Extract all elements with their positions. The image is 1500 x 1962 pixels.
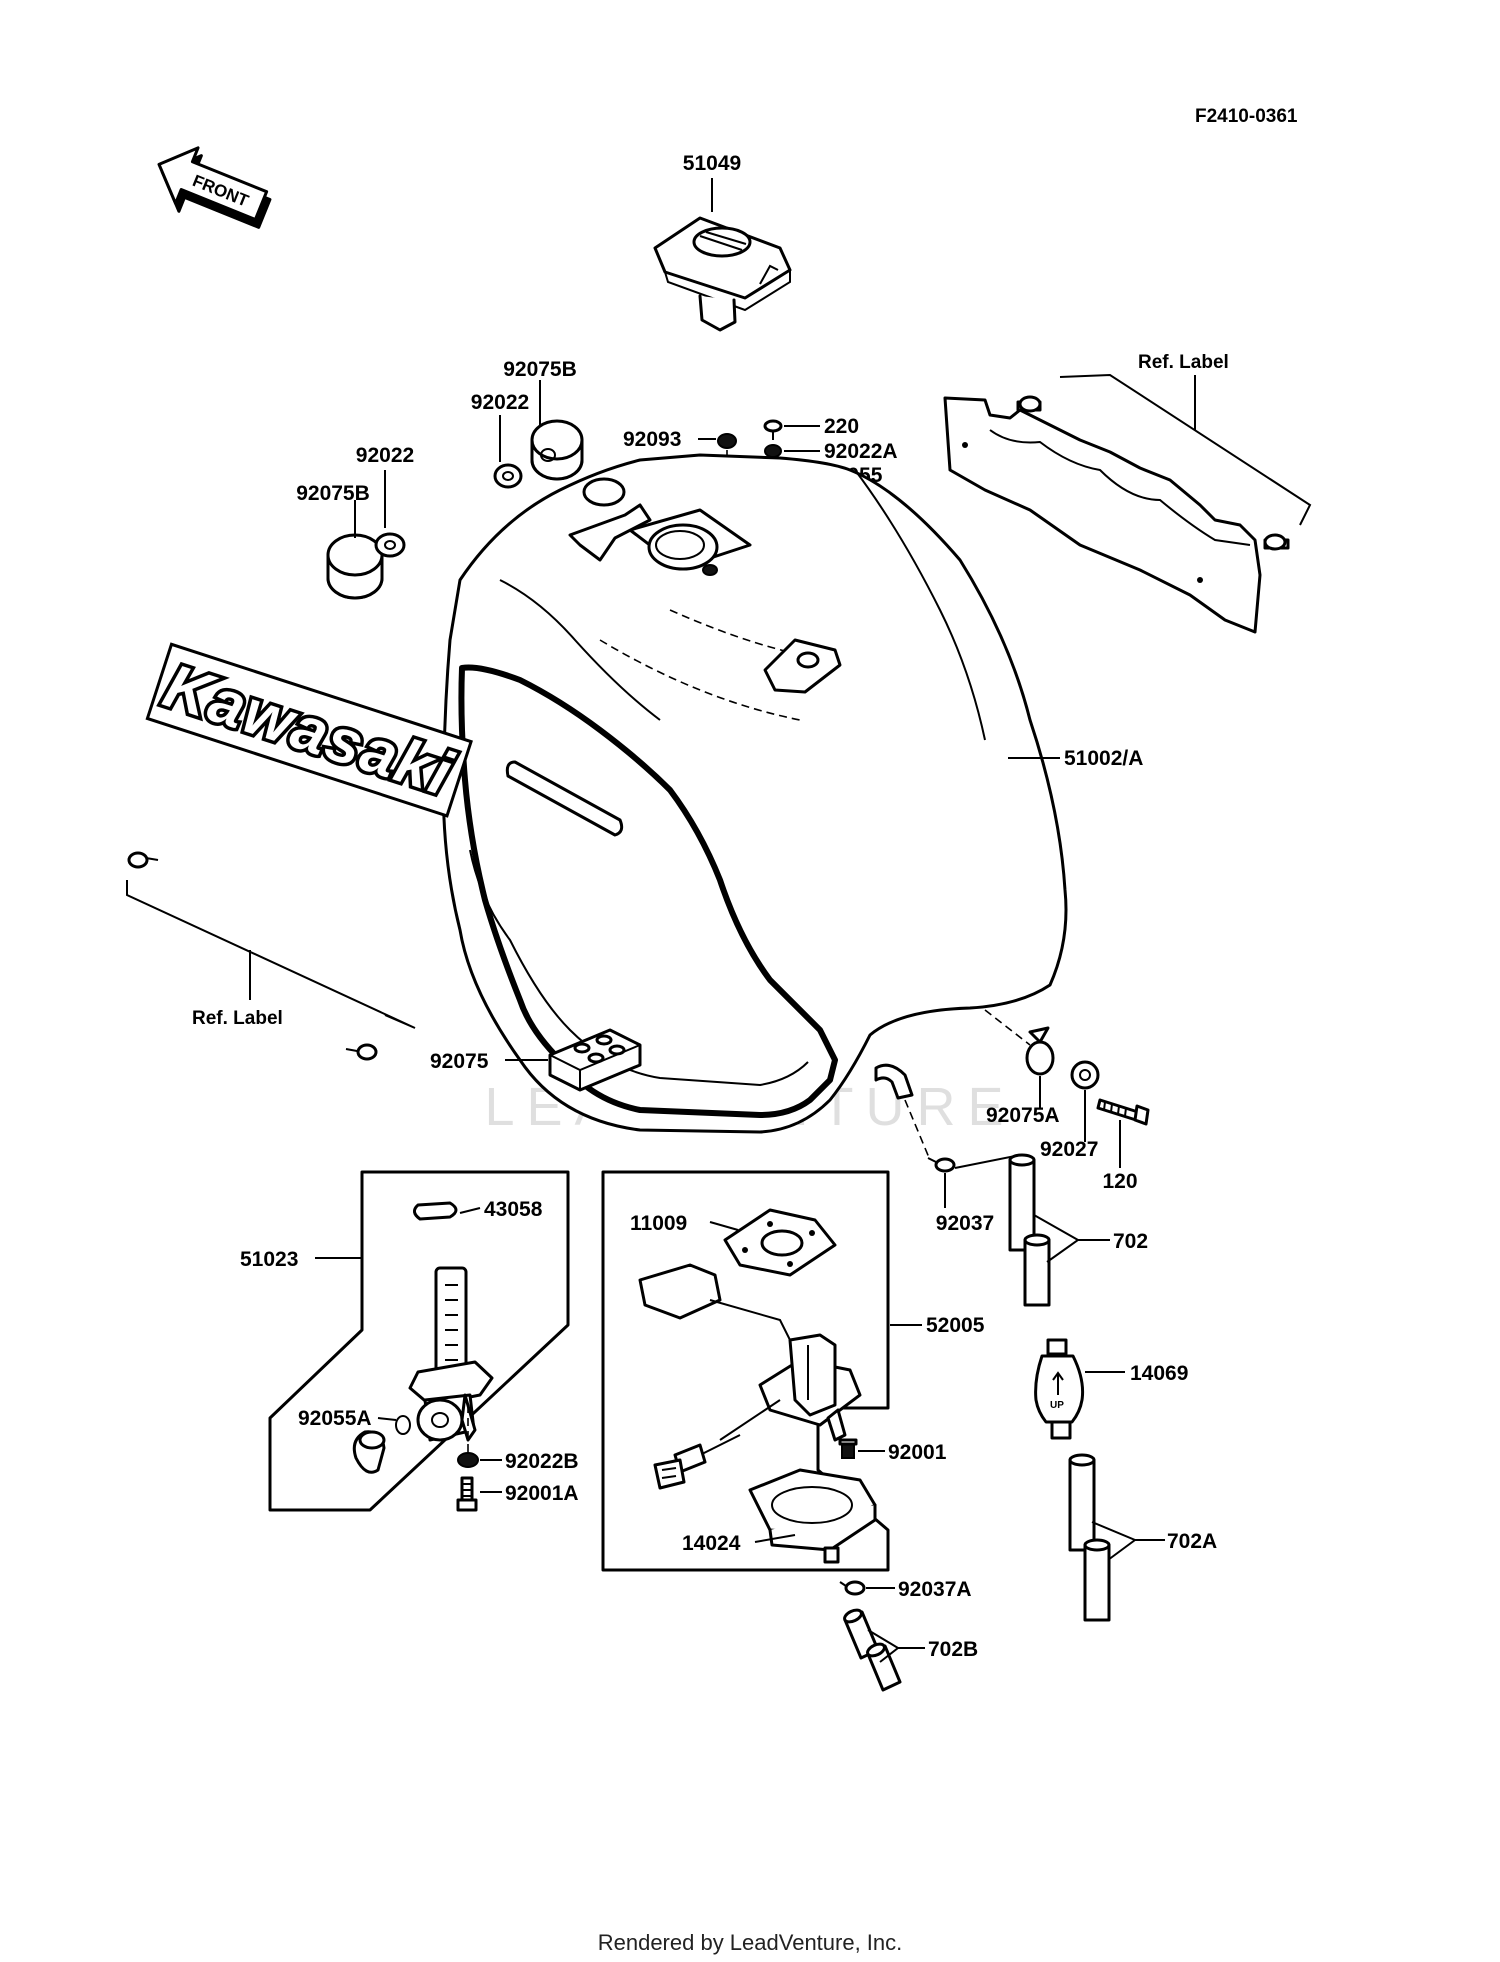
label-collar: 92027 [1040,1138,1098,1161]
damper-a [1025,1026,1055,1076]
label-bracket-14024: 14024 [682,1532,741,1555]
leader-hose-702a [1091,1521,1165,1561]
gasket-11009 [723,1208,837,1277]
fuel-cap [653,216,792,332]
damper-b-top [530,419,584,481]
label-ref-label-left: Ref. Label [192,1008,283,1029]
ref-label-screw-1 [1016,395,1042,413]
label-cap: 51049 [683,152,741,175]
fuel-pump-unit [638,1263,862,1490]
label-hose-702b: 702B [928,1638,978,1661]
damper-b-left [326,533,384,600]
leader-gasket-43058 [459,1207,481,1214]
clamp-a [839,1580,866,1596]
label-bolt-120: 120 [1102,1170,1137,1193]
gasket-43058 [413,1201,458,1221]
leader-hose-702b [867,1629,925,1663]
hose-702a-lower [1083,1538,1111,1622]
label-hose-702a: 702A [1167,1530,1217,1553]
dash-rear-mount [984,1009,1031,1046]
hose-702b-lower [866,1642,902,1692]
front-arrow-icon: FRONT [157,146,272,229]
label-92075: 92075 [430,1050,489,1073]
label-bolt-a: 92001A [505,1482,579,1505]
label-clamp-a: 92037A [898,1578,972,1601]
label-damper-a: 92075A [986,1104,1060,1127]
label-washer-top: 92022 [471,391,529,414]
washer-a [764,444,782,458]
washer-left [374,532,406,558]
bolt-92001 [838,1438,858,1459]
label-cock-assy: 51023 [240,1248,298,1271]
hose-702a-upper [1068,1453,1096,1552]
fuel-filter: UP [1034,1338,1085,1440]
bracket-14024 [748,1468,877,1564]
grommet-top [717,433,737,449]
label-washer-left: 92022 [356,444,414,467]
label-filter: 14069 [1130,1362,1188,1385]
label-ref-label-top: Ref. Label [1138,352,1229,373]
screw-220 [763,419,783,440]
washer-b [457,1452,479,1468]
fuel-tank [441,453,1068,1134]
label-washer-b: 92022B [505,1450,579,1473]
fuel-cock [408,1266,494,1442]
label-hose-702: 702 [1113,1230,1148,1253]
label-pump-assy: 52005 [926,1314,985,1337]
bolt-a [456,1476,478,1512]
collar [1070,1060,1100,1090]
washer-top [493,463,523,489]
clamp [927,1157,956,1173]
leader-ref-label-top [1059,373,1312,526]
label-gasket-11009: 11009 [630,1212,687,1235]
label-washer-a: 92022A [824,440,898,463]
svg-text:UP: UP [1050,1400,1064,1411]
ref-label-top-plate [943,396,1262,634]
leader-bracket-14024 [754,1534,796,1543]
hose-702-lower [1023,1233,1051,1307]
label-gasket-43058: 43058 [484,1198,543,1221]
label-grommet-top: 92093 [623,428,681,451]
leader-ref-label-left [126,880,416,1029]
label-bolt-92001: 92001 [888,1441,947,1464]
label-clamp: 92037 [936,1212,994,1235]
label-damper-b-left: 92075B [296,482,370,505]
ref-label-screw-2 [1263,533,1290,551]
ref-label-left-screw-1 [127,851,159,869]
bolt-120 [1096,1098,1150,1126]
diagram-ref-code: F2410-0361 [1195,106,1298,127]
leader-hose-702 [1033,1214,1110,1263]
label-tank: 51002/A [1064,747,1143,770]
kawasaki-logo-text: Kawasaki [156,651,461,809]
dash-breather [904,1099,931,1161]
kawasaki-logo: Kawasaki [145,642,473,818]
cock-group-frame [268,1170,570,1512]
label-damper-b-top: 92075B [503,358,577,381]
leader-gasket-11009 [709,1221,739,1231]
ref-label-left-screw-2 [345,1043,378,1061]
label-screw-220: 220 [824,415,859,438]
leader-oring-a [377,1417,397,1421]
label-oring-a: 92055A [298,1407,372,1430]
footer-credit: Rendered by LeadVenture, Inc. [597,1930,903,1955]
damper-92075 [548,1028,642,1092]
cock-strainer [352,1430,386,1474]
oring-a [395,1415,411,1435]
